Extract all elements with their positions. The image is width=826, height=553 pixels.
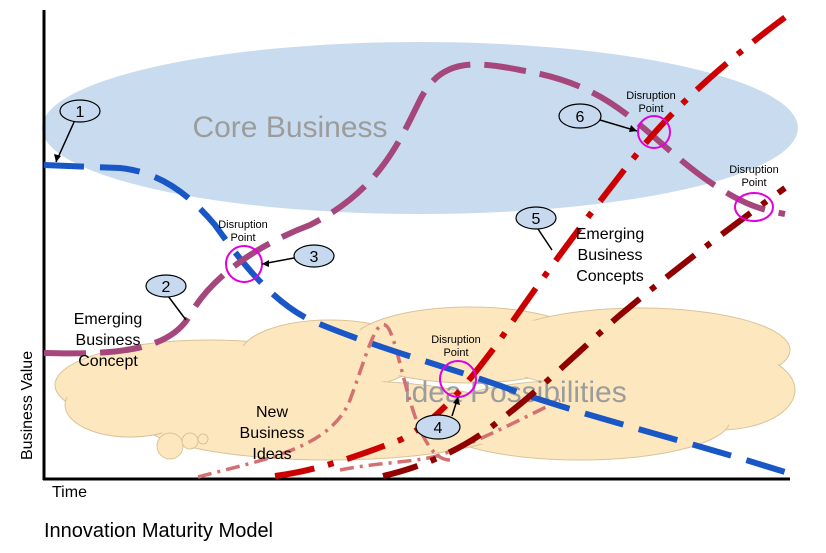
svg-text:Emerging: Emerging — [576, 226, 644, 243]
cloud-bubbles — [156, 432, 209, 460]
disruption-point-6: Disruption Point — [626, 90, 676, 149]
svg-text:Concepts: Concepts — [576, 268, 644, 285]
svg-text:3: 3 — [310, 249, 319, 266]
svg-text:5: 5 — [532, 211, 541, 228]
svg-text:4: 4 — [434, 420, 443, 437]
dark-red-line — [382, 185, 787, 479]
svg-text:Business: Business — [76, 332, 141, 349]
svg-text:Disruption: Disruption — [729, 164, 779, 176]
callout-5: 5 — [515, 206, 557, 251]
red-emerging-line — [274, 7, 797, 479]
svg-text:New: New — [256, 404, 288, 421]
callout-1: 1 — [54, 99, 101, 163]
svg-text:6: 6 — [576, 109, 585, 126]
svg-text:Concept: Concept — [78, 353, 138, 370]
svg-text:2: 2 — [162, 279, 171, 296]
svg-text:Business: Business — [240, 425, 305, 442]
callout-6: 6 — [558, 103, 638, 132]
disruption-point-4: Disruption Point — [431, 334, 481, 398]
emerging-business-concepts-text: Emerging Business Concepts — [576, 226, 644, 285]
svg-text:Disruption: Disruption — [431, 334, 481, 346]
y-axis-label: Business Value — [19, 351, 36, 460]
svg-text:Disruption: Disruption — [218, 219, 268, 231]
disruption-point-right: Disruption Point — [729, 164, 779, 222]
svg-text:Ideas: Ideas — [252, 446, 291, 463]
svg-text:Point: Point — [638, 103, 663, 115]
x-axis-label: Time — [52, 484, 87, 501]
disruption-point-3: Disruption Point — [218, 219, 268, 283]
svg-text:Point: Point — [741, 177, 766, 189]
callout-2: 2 — [145, 274, 187, 321]
core-business-region — [42, 42, 798, 214]
emerging-business-line — [43, 61, 786, 357]
svg-text:Emerging: Emerging — [74, 311, 142, 328]
diagram-caption: Innovation Maturity Model — [44, 520, 274, 542]
svg-text:Disruption: Disruption — [626, 90, 676, 102]
emerging-business-concept-text: Emerging Business Concept — [74, 311, 142, 370]
callout-3: 3 — [261, 244, 335, 268]
callout-4: 4 — [415, 396, 461, 440]
svg-text:1: 1 — [76, 104, 85, 121]
new-business-ideas-text: New Business Ideas — [240, 404, 305, 463]
svg-text:Point: Point — [443, 347, 468, 359]
pink-idea-line — [197, 323, 451, 479]
pink-idea-line-2 — [339, 398, 561, 472]
core-business-label: Core Business — [192, 111, 387, 144]
core-business-line — [43, 162, 786, 475]
svg-text:Point: Point — [230, 232, 255, 244]
svg-text:Business: Business — [578, 247, 643, 264]
